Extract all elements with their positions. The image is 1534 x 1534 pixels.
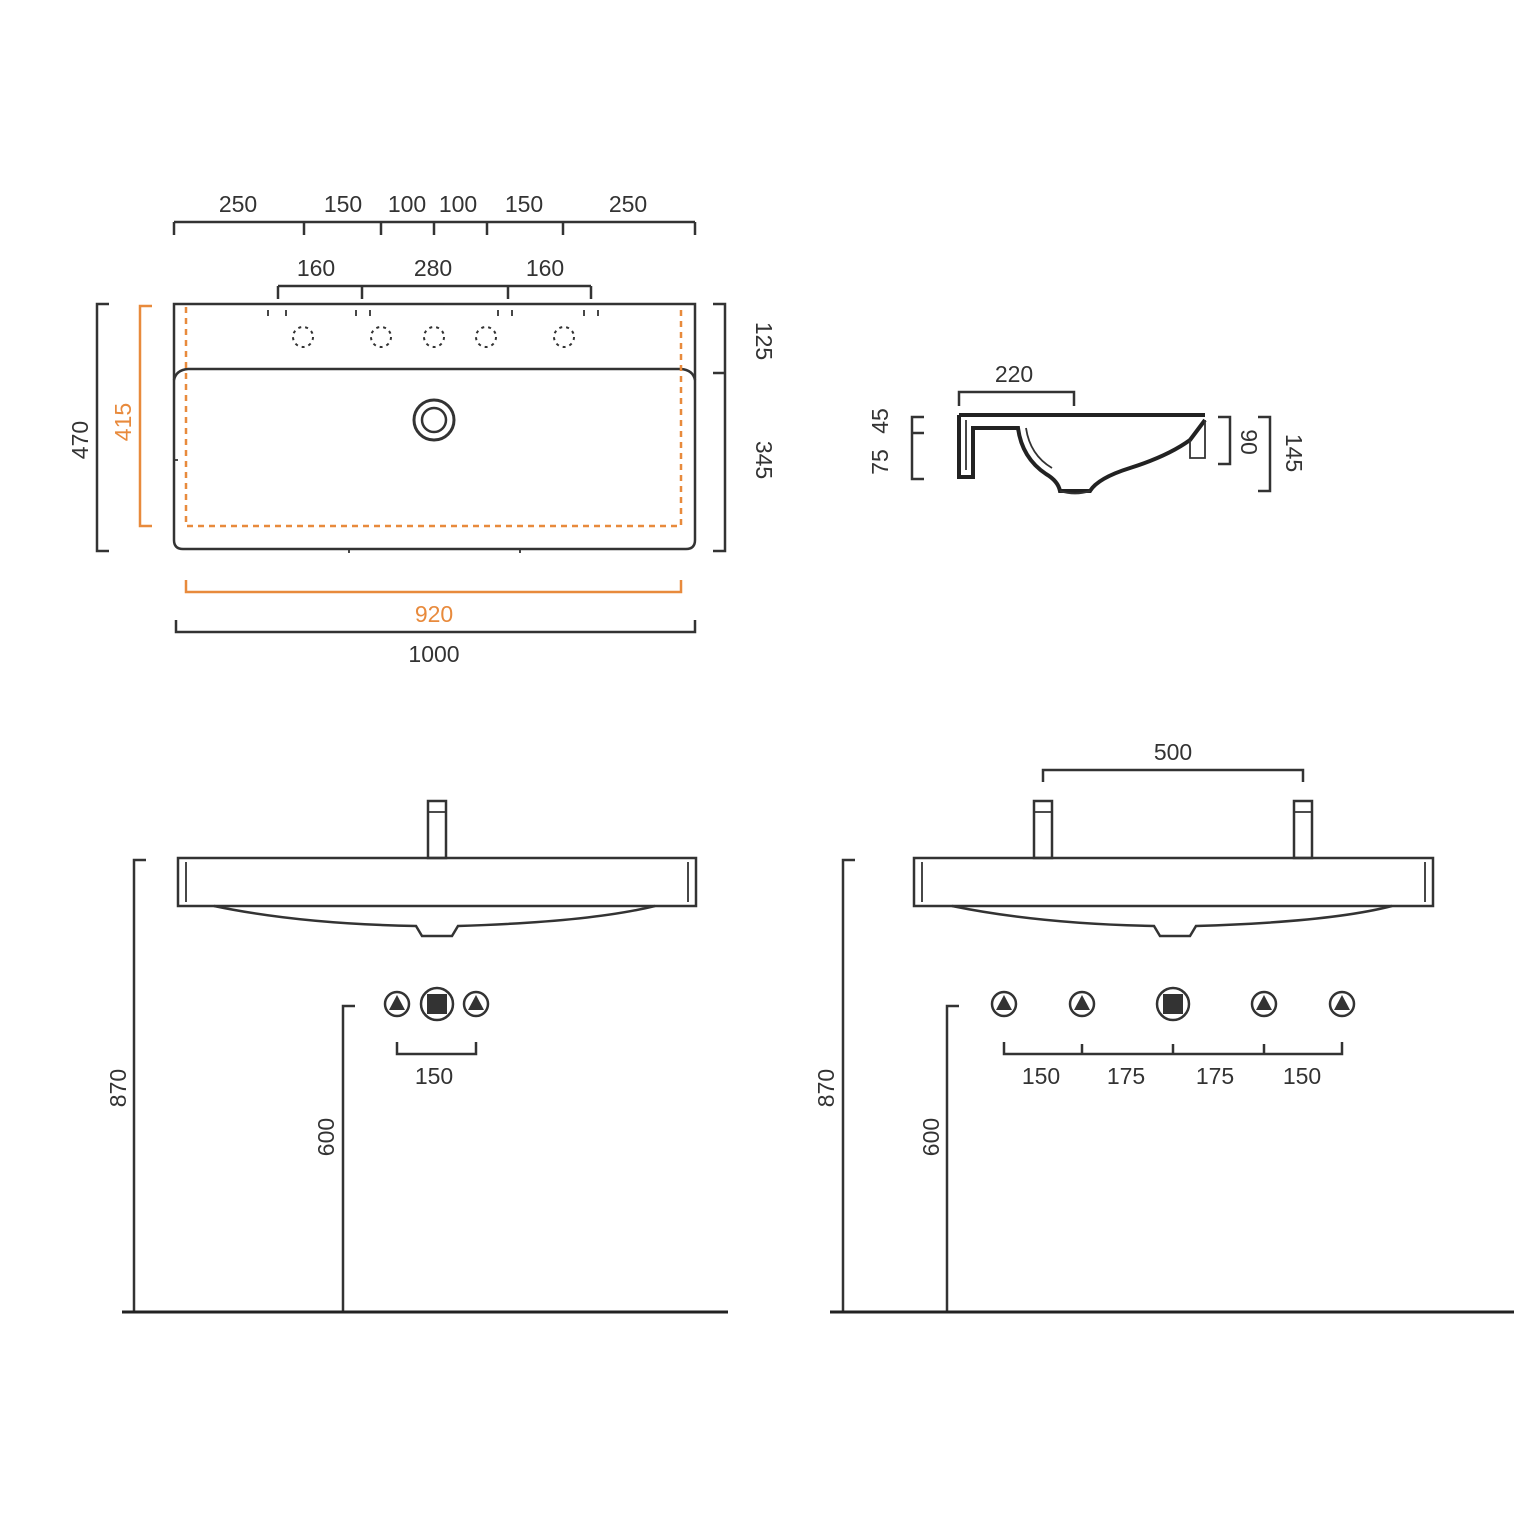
dim-inner-width: 920 bbox=[415, 601, 453, 627]
single-tap-elevation: 150 870 600 bbox=[105, 799, 728, 1314]
tap-hole-circle bbox=[475, 326, 497, 348]
basin-front-profile bbox=[912, 856, 1435, 938]
dim-section-left-a: 75 bbox=[867, 449, 893, 475]
waste-outlet-icon bbox=[1155, 986, 1191, 1022]
height-dimensions-single: 870 600 bbox=[105, 858, 355, 1312]
dim-single-outlet-height: 600 bbox=[313, 1118, 339, 1156]
double-tap-elevation: 500 bbox=[813, 739, 1514, 1314]
width-dimensions: 920 1000 bbox=[174, 580, 697, 667]
dim-deck-depth: 125 bbox=[751, 322, 777, 360]
water-outlet-icon bbox=[1068, 990, 1096, 1018]
water-outlet-icon bbox=[383, 990, 411, 1018]
dim-section-left-b: 45 bbox=[867, 408, 893, 434]
water-outlet-icon bbox=[1250, 990, 1278, 1018]
tap-hole-circle bbox=[292, 326, 314, 348]
dim-double-spacing-3: 175 bbox=[1196, 1063, 1234, 1089]
depth-dimensions: 470 415 bbox=[67, 302, 152, 553]
dim-section-right-b: 145 bbox=[1281, 434, 1307, 472]
dim-tap-spacing: 500 bbox=[1154, 739, 1192, 765]
height-dimensions-double: 870 600 bbox=[813, 858, 959, 1312]
dim-top-2: 150 bbox=[324, 191, 362, 217]
basin-front-profile bbox=[176, 856, 698, 938]
dim-single-height: 870 bbox=[105, 1069, 131, 1107]
top-dimension-chain: 250 150 100 100 150 250 bbox=[172, 191, 697, 235]
dim-top-4: 100 bbox=[439, 191, 477, 217]
tap-icon bbox=[426, 799, 448, 860]
outlet-spacing-chain: 150 175 175 150 bbox=[1002, 1042, 1344, 1089]
tap-hole-circle bbox=[553, 326, 575, 348]
dim-top-6: 250 bbox=[609, 191, 647, 217]
water-outlet-icon bbox=[990, 990, 1018, 1018]
water-outlet-icon bbox=[1328, 990, 1356, 1018]
dim-section-width: 220 bbox=[995, 361, 1033, 387]
dim-hole-2: 280 bbox=[414, 255, 452, 281]
outlets-single bbox=[383, 986, 490, 1022]
section-left-dimensions: 75 45 bbox=[867, 408, 924, 481]
inner-area-outline bbox=[184, 307, 683, 528]
dim-double-outlet-height: 600 bbox=[918, 1118, 944, 1156]
outlet-spacing-dimension: 150 bbox=[395, 1042, 478, 1089]
dim-single-spacing: 150 bbox=[415, 1063, 453, 1089]
drain-icon bbox=[412, 398, 456, 442]
dim-double-height: 870 bbox=[813, 1069, 839, 1107]
section-view: 220 75 45 90 145 bbox=[867, 361, 1307, 495]
tap-spacing-dimension: 500 bbox=[1041, 739, 1305, 782]
dim-section-right-a: 90 bbox=[1236, 429, 1262, 455]
top-view: 250 150 100 100 150 250 160 280 160 bbox=[67, 191, 777, 667]
dim-double-spacing-4: 150 bbox=[1283, 1063, 1321, 1089]
tap-hole-circle bbox=[370, 326, 392, 348]
section-right-dimensions: 90 145 bbox=[1218, 415, 1307, 493]
water-outlet-icon bbox=[462, 990, 490, 1018]
dim-overall-width: 1000 bbox=[408, 641, 459, 667]
tap-icon bbox=[1292, 799, 1314, 860]
dim-double-spacing-1: 150 bbox=[1022, 1063, 1060, 1089]
dim-overall-depth: 470 bbox=[67, 421, 93, 459]
hole-dimension-chain: 160 280 160 bbox=[276, 255, 593, 299]
waste-outlet-icon bbox=[419, 986, 455, 1022]
deck-bowl-dimensions: 125 345 bbox=[713, 302, 777, 553]
basin-outline-top bbox=[172, 302, 697, 553]
dim-inner-depth: 415 bbox=[110, 403, 136, 441]
dim-hole-3: 160 bbox=[526, 255, 564, 281]
tap-icon bbox=[1032, 799, 1054, 860]
dim-top-5: 150 bbox=[505, 191, 543, 217]
dim-bowl-depth: 345 bbox=[751, 441, 777, 479]
dim-hole-1: 160 bbox=[297, 255, 335, 281]
basin-section-profile bbox=[957, 413, 1207, 495]
dim-top-3: 100 bbox=[388, 191, 426, 217]
section-width-dimension: 220 bbox=[957, 361, 1076, 406]
tap-holes bbox=[292, 326, 575, 348]
outlets-double bbox=[990, 986, 1356, 1022]
dim-top-1: 250 bbox=[219, 191, 257, 217]
tap-hole-circle bbox=[423, 326, 445, 348]
dim-double-spacing-2: 175 bbox=[1107, 1063, 1145, 1089]
